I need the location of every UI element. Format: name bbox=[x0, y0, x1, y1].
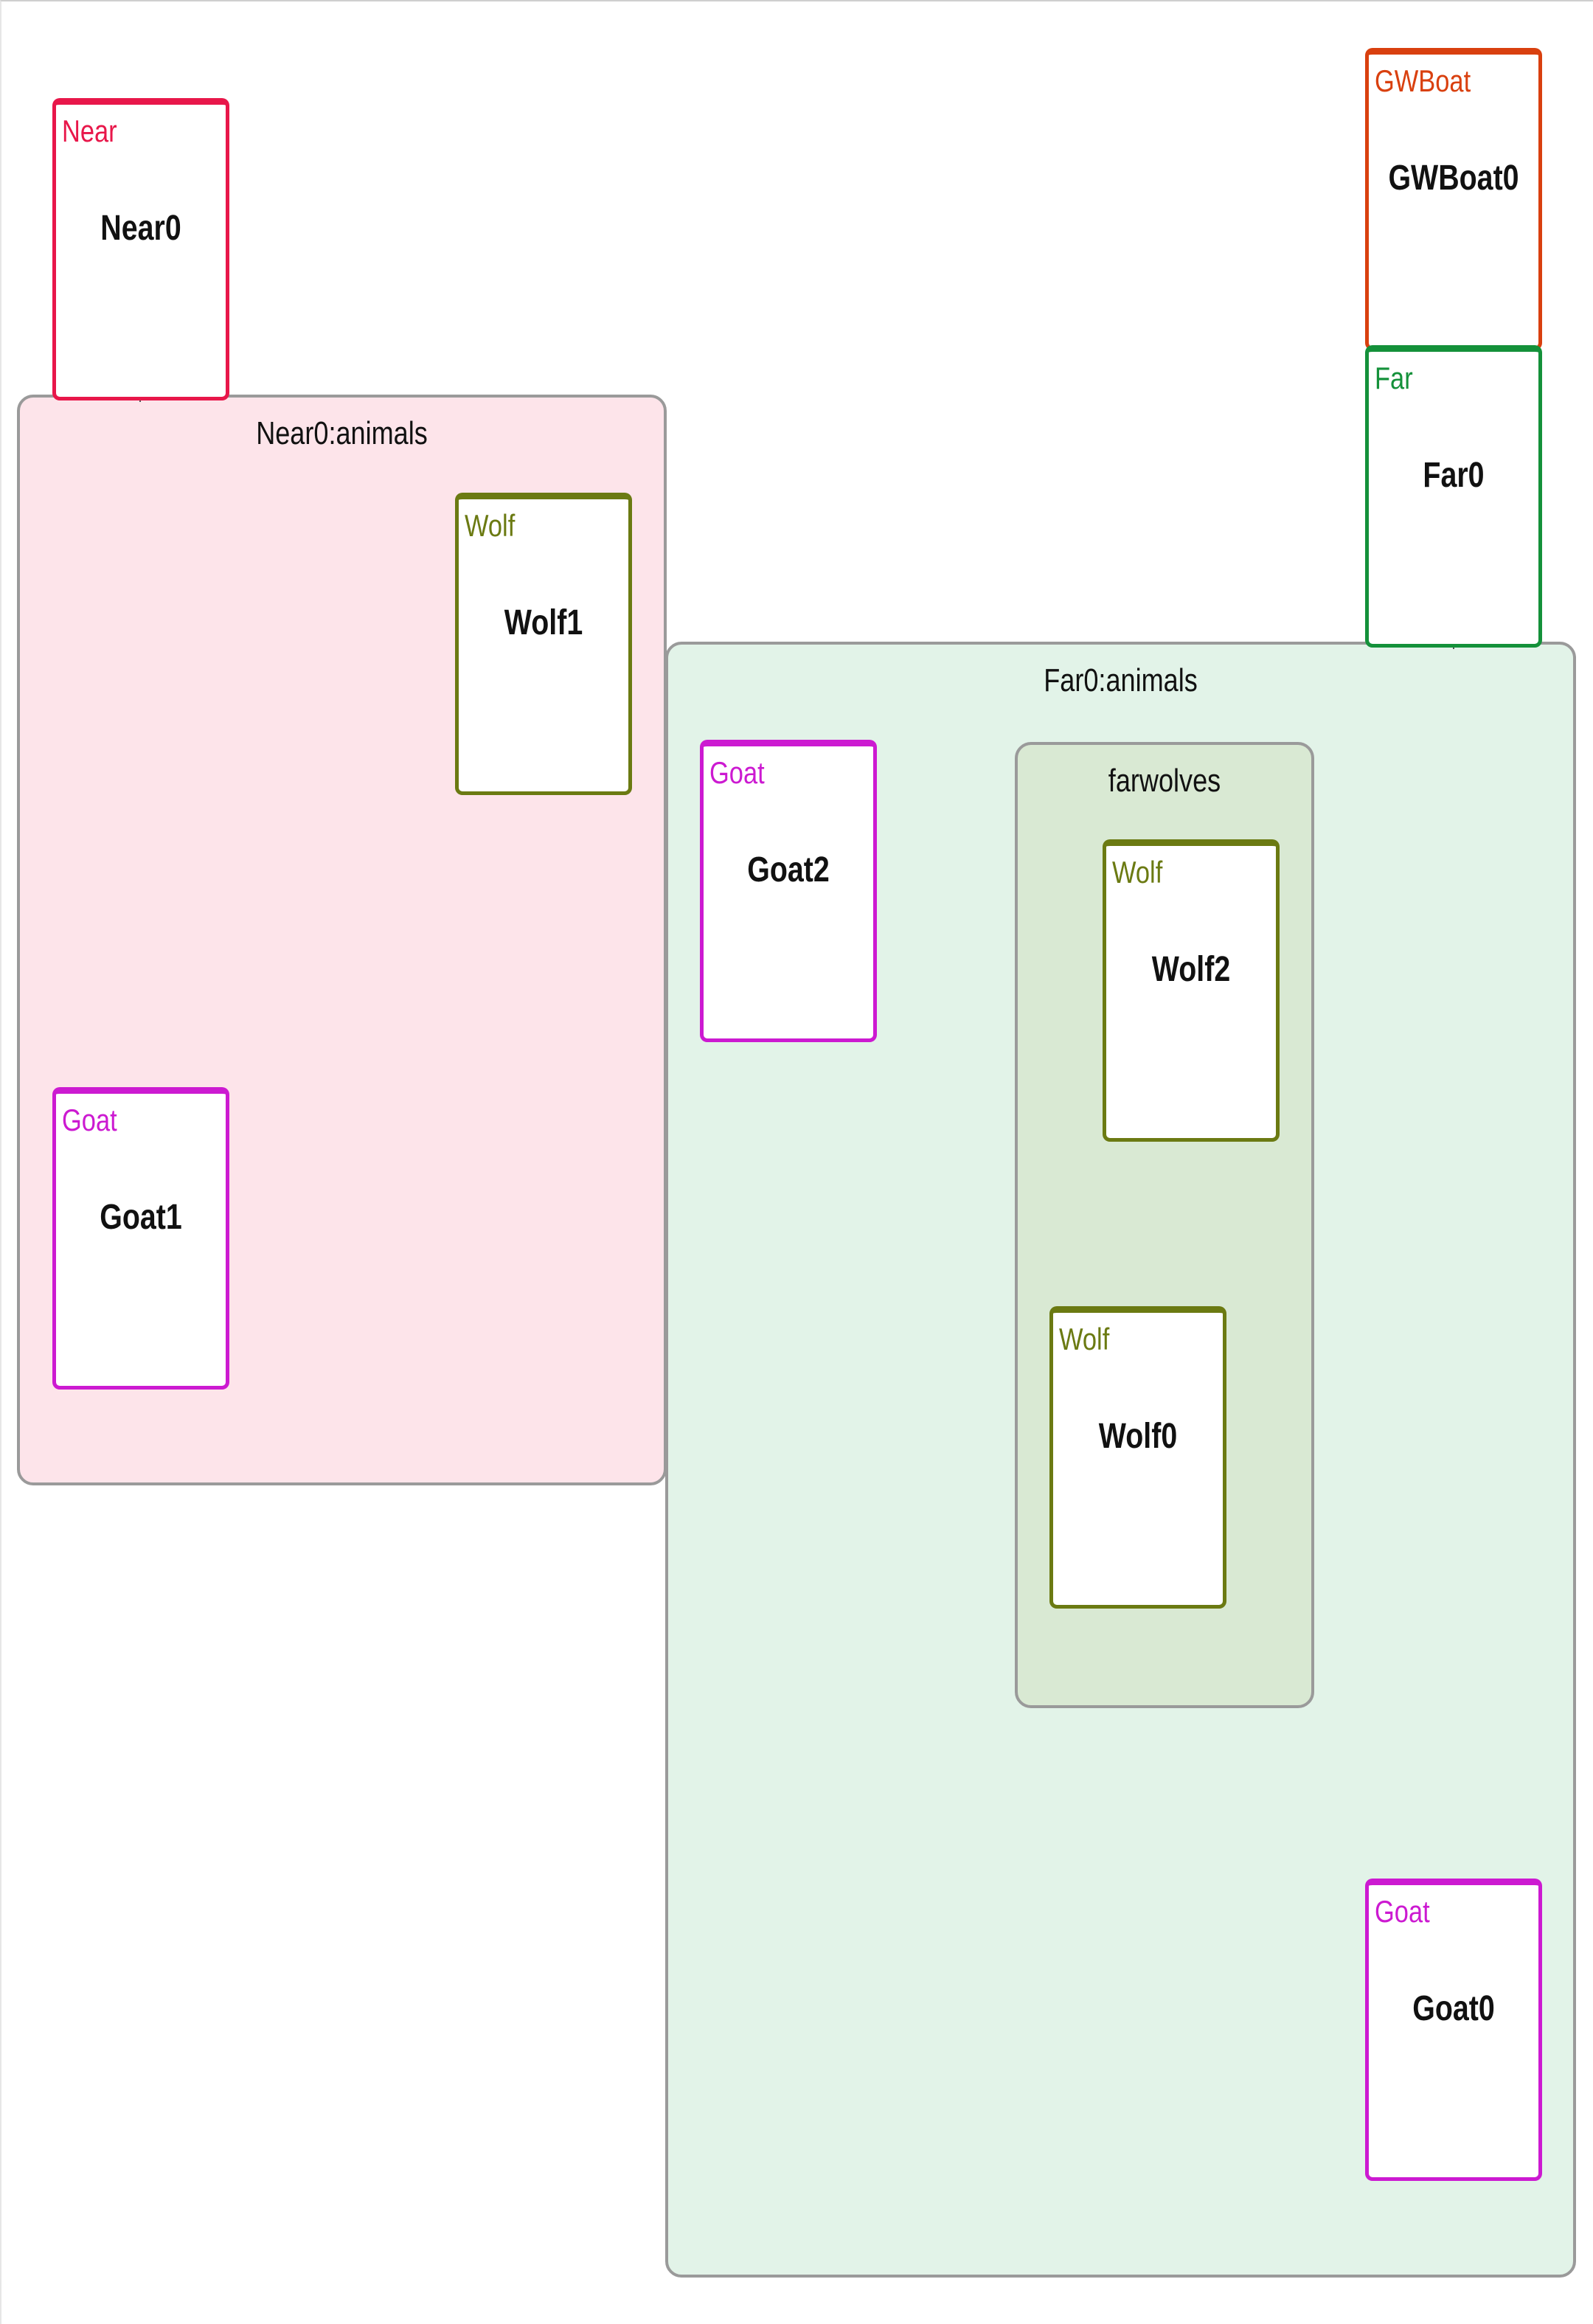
node-type-label: GWBoat bbox=[1375, 63, 1471, 98]
node-wolf0[interactable]: Wolf Wolf0 bbox=[1049, 1306, 1226, 1609]
node-type-label: Near bbox=[62, 114, 117, 148]
node-name-label: Goat0 bbox=[1412, 1989, 1495, 2028]
node-name-label: Goat2 bbox=[747, 850, 830, 889]
node-type-label: Goat bbox=[709, 755, 765, 790]
node-type-label: Wolf bbox=[1059, 1322, 1110, 1356]
node-name-label: Far0 bbox=[1423, 456, 1485, 495]
group-label-far0-animals: Far0:animals bbox=[1044, 662, 1198, 698]
node-name-label: Wolf0 bbox=[1098, 1417, 1178, 1456]
group-label-near0-animals: Near0:animals bbox=[256, 415, 428, 451]
node-type-label: Wolf bbox=[1112, 855, 1163, 889]
node-name-label: Wolf2 bbox=[1151, 950, 1231, 989]
node-name-label: Near0 bbox=[100, 209, 181, 248]
node-type-label: Goat bbox=[1375, 1894, 1430, 1929]
node-wolf1[interactable]: Wolf Wolf1 bbox=[455, 493, 632, 795]
node-wolf2[interactable]: Wolf Wolf2 bbox=[1103, 839, 1280, 1142]
node-gwboat0[interactable]: GWBoat GWBoat0 bbox=[1365, 48, 1542, 350]
node-type-label: Goat bbox=[62, 1103, 117, 1137]
node-name-label: Wolf1 bbox=[504, 603, 583, 642]
node-type-label: Wolf bbox=[465, 508, 516, 543]
group-label-farwolves: farwolves bbox=[1108, 763, 1221, 799]
node-type-label: Far bbox=[1375, 361, 1413, 395]
node-near0[interactable]: Near Near0 bbox=[52, 98, 229, 400]
node-goat1[interactable]: Goat Goat1 bbox=[52, 1087, 229, 1390]
node-name-label: Goat1 bbox=[100, 1198, 182, 1237]
node-goat2[interactable]: Goat Goat2 bbox=[700, 740, 877, 1042]
node-goat0[interactable]: Goat Goat0 bbox=[1365, 1879, 1542, 2181]
node-far0[interactable]: Far Far0 bbox=[1365, 345, 1542, 648]
node-name-label: GWBoat0 bbox=[1388, 159, 1519, 198]
